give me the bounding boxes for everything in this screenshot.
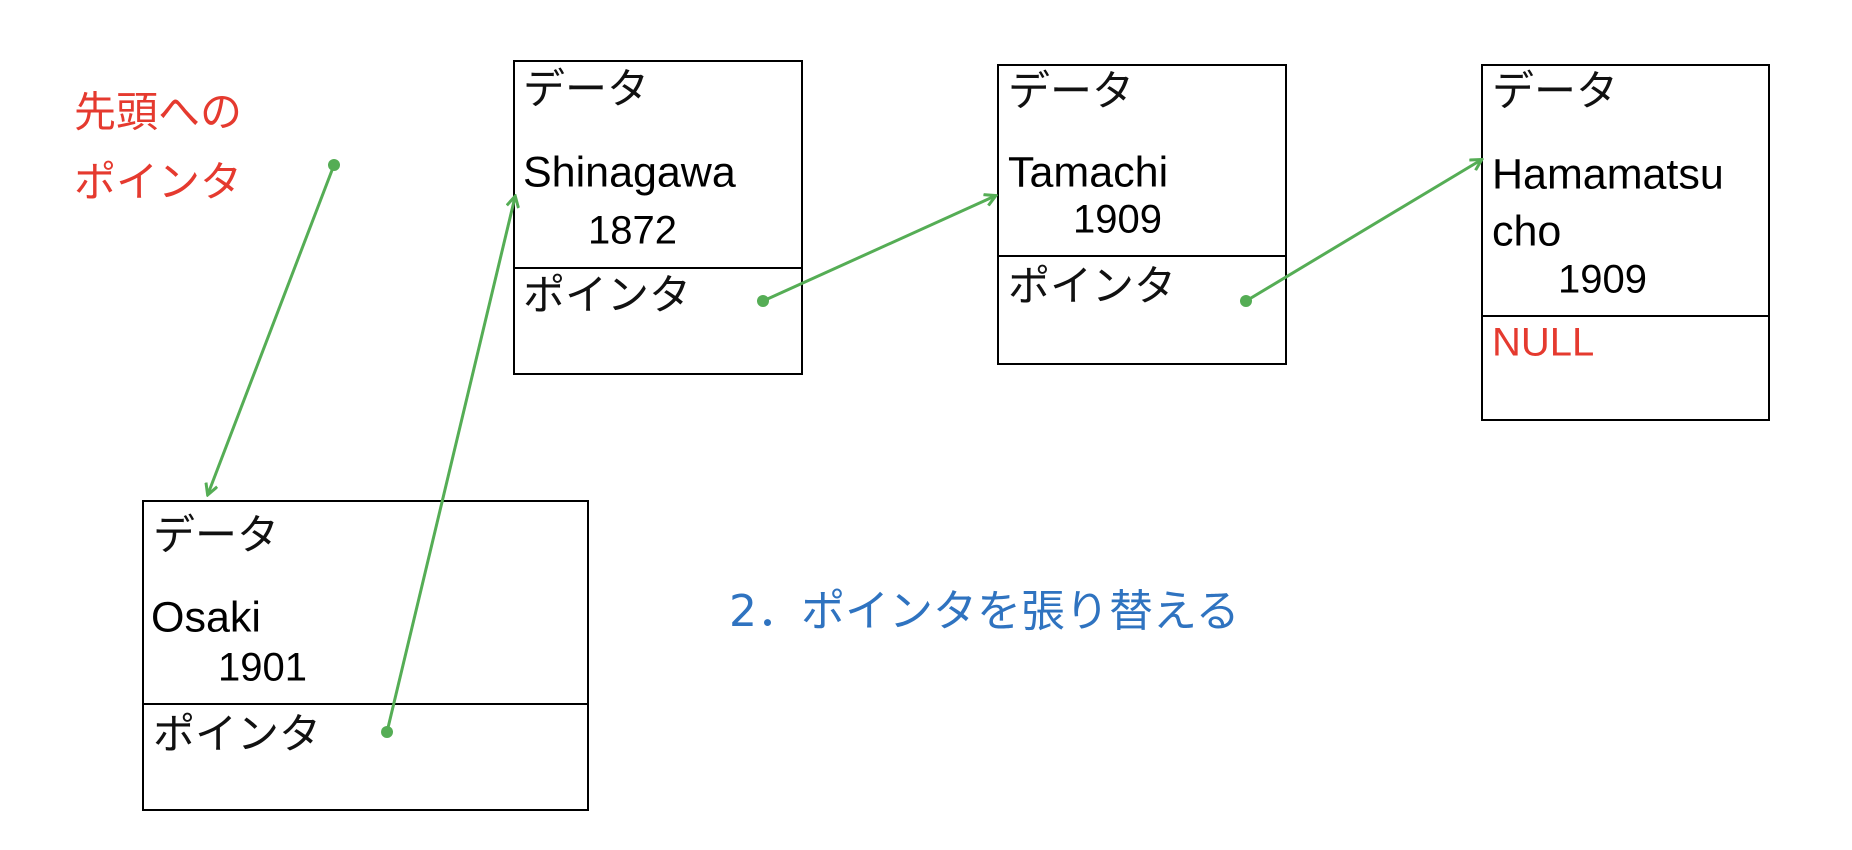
arrow-head-to-osaki bbox=[208, 164, 336, 494]
node-box bbox=[1481, 64, 1770, 421]
station-name-line2: cho bbox=[1492, 207, 1561, 255]
station-name: Osaki bbox=[151, 593, 261, 641]
node-shinagawa: データ Shinagawa 1872 ポインタ bbox=[513, 60, 803, 375]
step-caption: 2．ポインタを張り替える bbox=[729, 586, 1240, 637]
station-name: Shinagawa bbox=[523, 148, 736, 196]
head-pointer-label-line1: 先頭への bbox=[74, 88, 242, 137]
pointer-label: ポインタ bbox=[153, 710, 321, 759]
pointer-arrows bbox=[208, 159, 1481, 738]
pointer-label: ポインタ bbox=[1008, 262, 1176, 311]
arrow-origin-dot bbox=[1240, 295, 1252, 307]
head-pointer-label-line2: ポインタ bbox=[74, 158, 242, 207]
arrow-origin-dot bbox=[381, 726, 393, 738]
station-year: 1909 bbox=[1073, 198, 1162, 242]
data-label: データ bbox=[523, 65, 649, 114]
station-name: Tamachi bbox=[1008, 148, 1168, 196]
arrow-origin-dot bbox=[328, 159, 340, 171]
station-name-line1: Hamamatsu bbox=[1492, 150, 1724, 198]
node-tamachi: データ Tamachi 1909 ポインタ bbox=[997, 64, 1287, 365]
node-hamamatsucho: データ Hamamatsu cho 1909 NULL bbox=[1481, 64, 1770, 421]
node-box bbox=[142, 500, 589, 811]
arrow-origin-dot bbox=[757, 295, 769, 307]
node-box bbox=[997, 64, 1287, 365]
arrow-tamachi-to-hamamatsucho bbox=[1245, 160, 1481, 303]
station-year: 1901 bbox=[218, 646, 307, 690]
arrow-osaki-to-shinagawa bbox=[385, 197, 515, 733]
node-box bbox=[513, 60, 803, 375]
data-label: データ bbox=[1492, 67, 1618, 116]
pointer-label: ポインタ bbox=[523, 271, 691, 320]
station-year: 1872 bbox=[588, 209, 677, 253]
node-osaki: データ Osaki 1901 ポインタ bbox=[142, 500, 589, 811]
station-year: 1909 bbox=[1558, 258, 1647, 302]
null-pointer-label: NULL bbox=[1492, 321, 1594, 365]
arrow-shinagawa-to-tamachi bbox=[762, 196, 995, 303]
data-label: データ bbox=[1008, 67, 1134, 116]
data-label: データ bbox=[153, 511, 279, 560]
